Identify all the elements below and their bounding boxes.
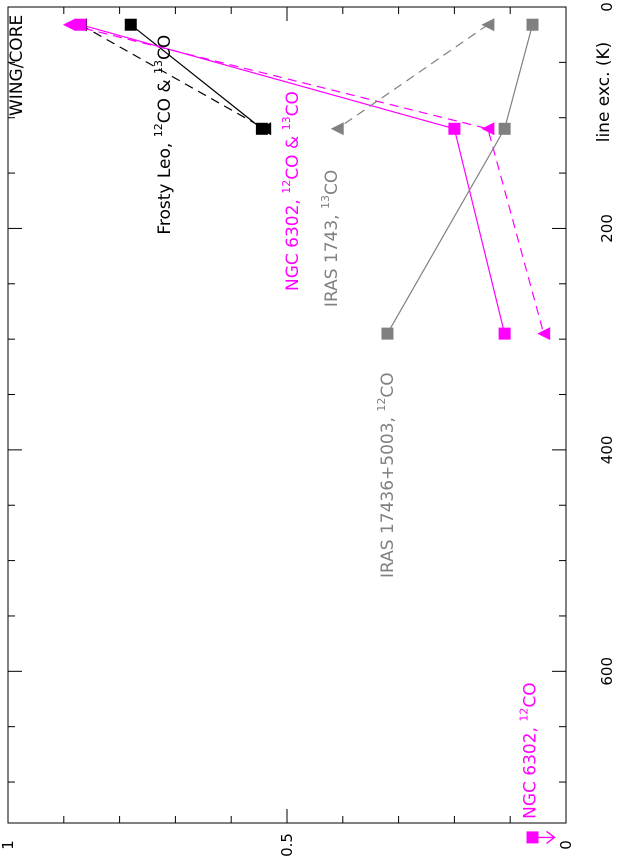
series-line-5 bbox=[336, 24, 489, 130]
triangle-marker bbox=[481, 122, 495, 136]
chart-series-markers bbox=[62, 18, 556, 844]
triangle-marker bbox=[537, 327, 551, 341]
x-tick-label: 400 bbox=[598, 436, 616, 465]
triangle-marker bbox=[330, 122, 344, 136]
chart-annotations: WING/CORE Frosty Leo, 12CO & 13CO NGC 6302… bbox=[7, 15, 540, 819]
square-marker bbox=[74, 18, 87, 31]
series-line-0 bbox=[130, 24, 263, 130]
x-tick-label: 0 bbox=[598, 2, 616, 12]
annotation-5: NGC 6302, 12CO bbox=[517, 682, 540, 819]
series-line-1 bbox=[80, 24, 265, 130]
triangle-marker bbox=[481, 18, 495, 32]
annotation-2: NGC 6302, 12CO & 13CO bbox=[280, 91, 303, 291]
limit-arrow-head bbox=[546, 830, 556, 844]
y-tick-label: 0.5 bbox=[278, 833, 296, 857]
square-marker bbox=[498, 327, 511, 340]
series-line-3 bbox=[69, 24, 545, 334]
x-tick-label: 200 bbox=[598, 214, 616, 243]
annotation-4: IRAS 17436+5003, 12CO bbox=[375, 372, 398, 578]
square-marker bbox=[526, 18, 539, 31]
triangle-marker bbox=[62, 18, 76, 32]
triangle-marker bbox=[258, 122, 272, 136]
square-marker bbox=[381, 327, 394, 340]
square-marker bbox=[448, 122, 461, 135]
annotation-1: Frosty Leo, 12CO & 13CO bbox=[152, 35, 175, 235]
x-tick-label: 600 bbox=[598, 657, 616, 686]
x-axis-label: line exc. (K) bbox=[594, 42, 614, 143]
y-tick-label: 1 bbox=[0, 840, 17, 850]
y-tick-label: 0 bbox=[557, 840, 575, 850]
square-marker bbox=[498, 122, 511, 135]
square-marker bbox=[124, 18, 137, 31]
annotation-3: IRAS 1743, 13CO bbox=[319, 170, 342, 307]
annotation-0: WING/CORE bbox=[7, 15, 27, 116]
series-line-4 bbox=[386, 24, 534, 334]
chart-series-lines bbox=[69, 24, 545, 334]
